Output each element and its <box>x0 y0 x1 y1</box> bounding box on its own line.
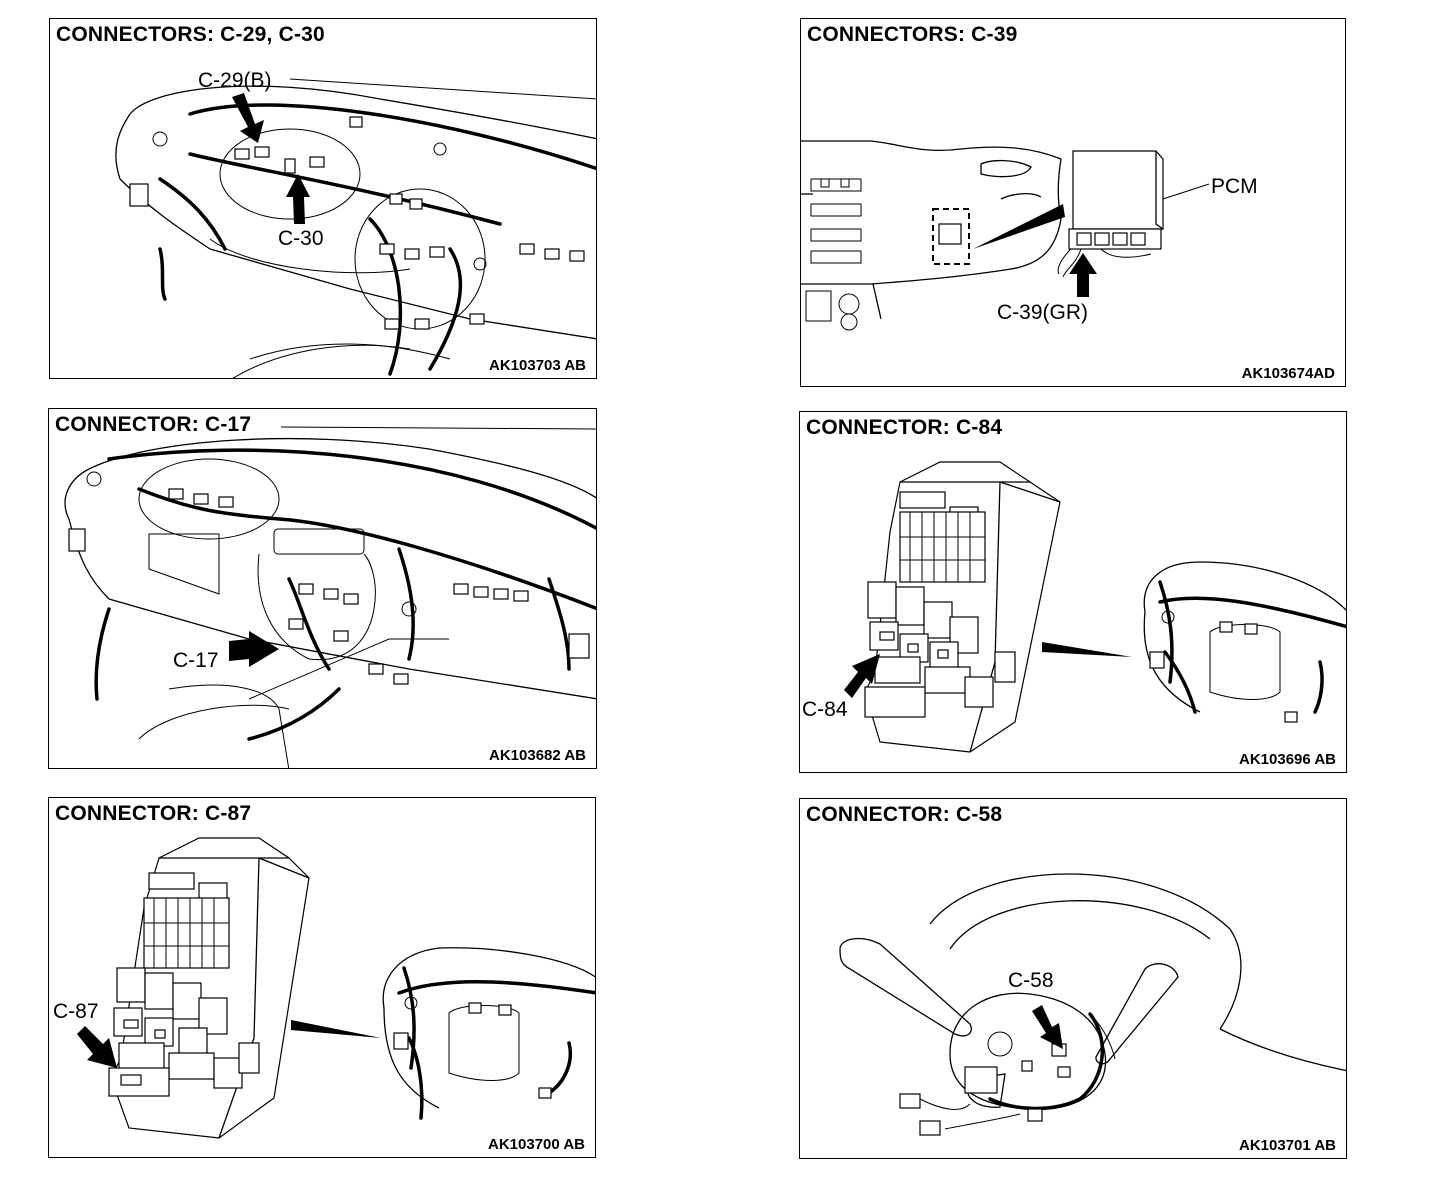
panel-c29-c30: C-29(B) C-30 CONNECTORS: C-29, C-30 AK10… <box>49 18 597 379</box>
panel-title: CONNECTOR: C-87 <box>55 802 252 825</box>
arrow-c87 <box>77 1026 117 1068</box>
arrow-c29 <box>232 93 264 143</box>
arrow-c17 <box>229 631 279 667</box>
label-c84: C-84 <box>802 698 848 721</box>
figure-code: AK103700 AB <box>488 1136 585 1153</box>
panel-c58: C-58 CONNECTOR: C-58 AK103701 AB <box>799 798 1347 1159</box>
panel-title: CONNECTOR: C-17 <box>55 413 252 436</box>
pcm-location-illustration: PCM C-39(GR) <box>801 140 1258 331</box>
label-c29: C-29(B) <box>198 69 272 92</box>
label-c30: C-30 <box>278 227 324 250</box>
figure-code: AK103703 AB <box>489 357 586 374</box>
panel-c87: C-87 CONNECTOR: C-87 AK103700 AB <box>48 797 596 1158</box>
arrow-c84 <box>844 654 880 698</box>
label-c58: C-58 <box>1008 969 1054 992</box>
panel-c39: PCM C-39(GR) CONNECTORS: C-39 AK103674AD <box>800 18 1346 387</box>
arrow-c58 <box>1032 1005 1063 1049</box>
figure-code: AK103701 AB <box>1239 1137 1336 1154</box>
panel-c17: C-17 CONNECTOR: C-17 AK103682 AB <box>48 408 597 769</box>
dashboard-harness-illustration: C-29(B) C-30 <box>115 69 596 378</box>
junction-block-illustration: C-87 <box>53 837 595 1139</box>
label-pcm: PCM <box>1211 175 1258 198</box>
label-c87: C-87 <box>53 1000 99 1023</box>
arrow-c39 <box>1069 253 1097 297</box>
figure-code: AK103674AD <box>1241 365 1335 382</box>
panel-title: CONNECTOR: C-84 <box>806 416 1003 439</box>
steering-column-illustration: C-58 <box>839 873 1346 1136</box>
panel-title: CONNECTORS: C-29, C-30 <box>56 23 325 46</box>
label-c17: C-17 <box>173 649 219 672</box>
figure-code: AK103682 AB <box>489 747 586 764</box>
panel-c84: C-84 CONNECTOR: C-84 AK103696 AB <box>799 411 1347 773</box>
arrow-c30 <box>286 174 310 224</box>
label-c39: C-39(GR) <box>997 301 1088 324</box>
dashboard-harness-illustration: C-17 <box>64 426 596 768</box>
figure-code: AK103696 AB <box>1239 751 1336 768</box>
panel-title: CONNECTOR: C-58 <box>806 803 1003 826</box>
panel-title: CONNECTORS: C-39 <box>807 23 1018 46</box>
junction-block-illustration: C-84 <box>802 461 1346 753</box>
